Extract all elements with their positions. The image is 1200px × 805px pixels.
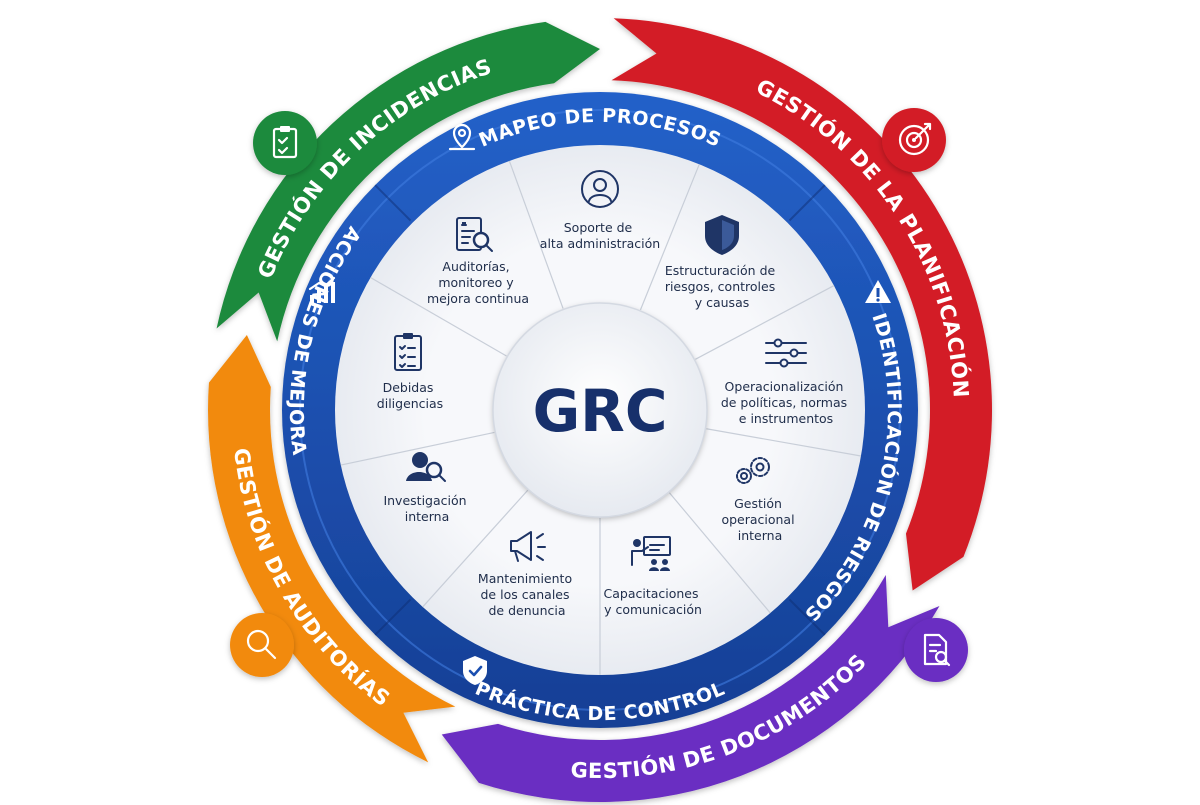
outer-segment-documentos [441, 575, 940, 802]
inner-segment-estructuracion: Estructuración de riesgos, controles y c… [665, 215, 779, 310]
gears-icon [736, 457, 770, 484]
center-title: GRC [533, 377, 668, 445]
inner-segments: Soporte de alta administración Estructur… [377, 170, 851, 618]
segment-divider [668, 492, 771, 614]
target-icon [882, 108, 946, 172]
inner-segment-auditorias-monitoreo: Auditorías, monitoreo y mejora continua [427, 217, 529, 306]
soporte-label: Soporte de alta administración [540, 220, 660, 251]
capacitaciones-label: Capacitaciones y comunicación [604, 586, 703, 617]
presentation-icon [631, 536, 671, 571]
shield-icon [705, 215, 739, 255]
warning-icon [865, 280, 891, 303]
outer-segment-incidencias [216, 21, 600, 342]
investigacion-label: Investigación interna [383, 493, 470, 524]
user-circle-icon [581, 170, 619, 208]
mantenimiento-label: Mantenimiento de los canales de denuncia [478, 571, 576, 618]
magnifier-icon [230, 613, 294, 677]
bar-chart-icon [308, 276, 336, 303]
inner-segment-mantenimiento: Mantenimiento de los canales de denuncia [478, 531, 576, 618]
band-divider [374, 598, 412, 636]
inner-segment-debidas: Debidas diligencias [377, 333, 443, 411]
shield-check-icon [463, 656, 487, 685]
inner-segment-investigacion: Investigación interna [383, 452, 470, 524]
estructuracion-label: Estructuración de riesgos, controles y c… [665, 263, 779, 310]
inner-segment-soporte: Soporte de alta administración [540, 170, 660, 251]
checklist-icon [394, 333, 422, 371]
band-divider [788, 184, 826, 222]
operacionalizacion-label: Operacionalización de políticas, normas … [721, 379, 851, 426]
segment-divider [639, 164, 700, 311]
report-search-icon [456, 217, 493, 252]
segment-divider [508, 160, 564, 309]
debidas-label: Debidas diligencias [377, 380, 443, 411]
inner-segment-gestion-operacional: Gestión operacional interna [721, 457, 798, 543]
sliders-icon [765, 338, 807, 368]
center-circle [493, 303, 707, 517]
outer-segment-auditorias [208, 334, 456, 763]
location-pin-icon [448, 123, 476, 151]
segment-divider [370, 276, 507, 357]
inner-segment-capacitaciones: Capacitaciones y comunicación [604, 536, 703, 617]
center-hub: GRC [492, 302, 708, 518]
segment-divider [340, 431, 495, 466]
user-search-icon [406, 452, 446, 482]
gestion-operacional-label: Gestión operacional interna [721, 496, 798, 543]
clipboard-check-icon [253, 111, 317, 175]
auditorias-monitoreo-label: Auditorías, monitoreo y mejora continua [427, 259, 529, 306]
band-divider [788, 598, 826, 636]
segment-divider [706, 428, 862, 457]
megaphone-icon [510, 531, 546, 562]
segment-divider [695, 285, 835, 360]
document-search-icon [904, 618, 968, 682]
segment-divider [422, 489, 529, 608]
inner-segment-operacionalizacion: Operacionalización de políticas, normas … [721, 338, 851, 426]
band-divider [374, 184, 412, 222]
